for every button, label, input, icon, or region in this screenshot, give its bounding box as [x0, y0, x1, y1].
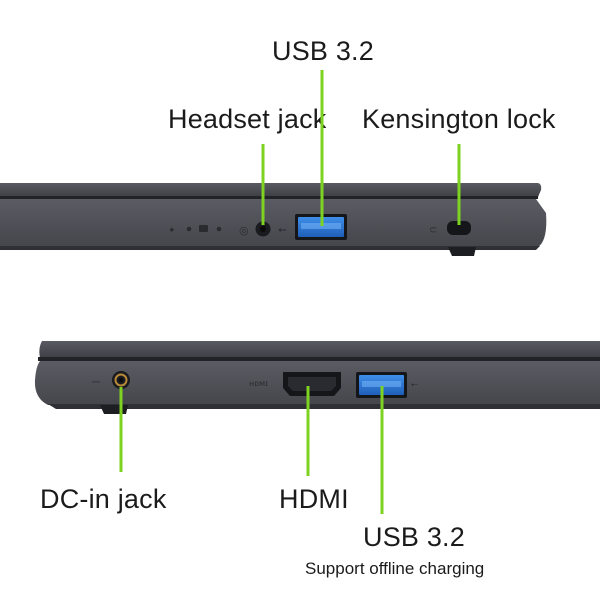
svg-text:⊂: ⊂	[429, 225, 437, 236]
usb-symbol-icon: ⭠	[278, 223, 287, 236]
usb-port-bottom: ⭠	[356, 372, 418, 398]
hdmi-port: ʜᴅᴍɪ	[249, 372, 341, 396]
svg-text:⭠: ⭠	[411, 380, 418, 390]
svg-text:ʜᴅᴍɪ: ʜᴅᴍɪ	[249, 379, 268, 388]
status-indicators-icon: ✦	[168, 225, 222, 236]
bottom-callout-lines	[119, 386, 384, 514]
svg-text:◎: ◎	[239, 224, 249, 237]
usb-bottom-label: USB 3.2	[363, 522, 465, 552]
kensington-lock-slot: ⊂	[429, 221, 471, 236]
usb-offline-charging-note: Support offline charging	[305, 559, 485, 578]
headset-jack-label: Headset jack	[168, 104, 327, 134]
svg-text:✦: ✦	[168, 226, 176, 236]
hdmi-label: HDMI	[279, 484, 349, 514]
headset-jack-port: ◎	[239, 221, 271, 237]
laptop-top-view: ✦ ◎ ⭠ ⊂	[0, 183, 547, 256]
svg-text:⎓: ⎓	[92, 377, 100, 388]
dc-in-jack-label: DC-in jack	[40, 484, 167, 514]
usb-top-label: USB 3.2	[272, 36, 374, 66]
kensington-lock-label: Kensington lock	[362, 104, 556, 134]
dc-in-port: ⎓	[92, 371, 130, 389]
laptop-bottom-view: ⎓ ʜᴅᴍɪ ⭠	[34, 341, 600, 414]
top-callout-lines	[261, 70, 461, 226]
